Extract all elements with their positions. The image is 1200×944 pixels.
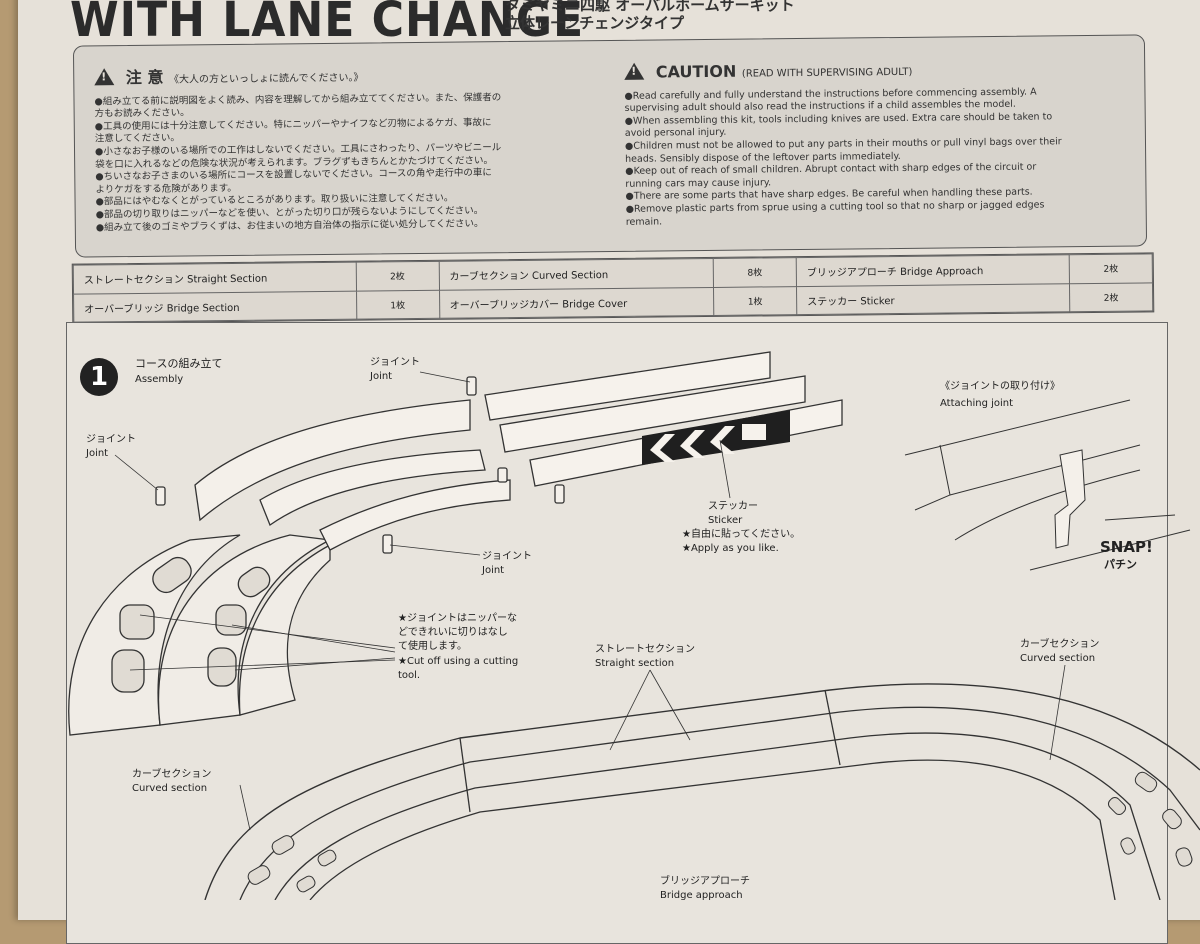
cut-note-en: ★Cut off using a cutting — [398, 656, 519, 667]
bridge-approach-jp: ブリッジアプローチ — [660, 876, 750, 887]
sticker-note-en: ★Apply as you like. — [682, 543, 779, 554]
step-number: 1 — [80, 358, 118, 396]
sticker-label-jp: ステッカー — [708, 501, 758, 512]
jp-title-line2: 立体レーンチェンジタイプ — [505, 14, 684, 32]
assembly-illustration — [68, 351, 1200, 900]
cut-note-jp: どできれいに切りはなし — [398, 627, 508, 638]
joint-label-jp: ジョイント — [370, 357, 420, 368]
cut-note-en: tool. — [398, 670, 421, 681]
sticker-label-en: Sticker — [708, 515, 743, 526]
jp-title-line1: タミヤミニ四駆 オーバルホームサーキット — [505, 0, 795, 14]
step-panel — [66, 322, 1168, 944]
joint-label-en: Joint — [370, 371, 393, 382]
sticker-note-jp: ★自由に貼ってください。 — [682, 529, 801, 540]
snap-label-jp: パチン — [1104, 558, 1137, 571]
snap-label: SNAP! — [1100, 538, 1153, 556]
straight-section-jp: ストレートセクション — [595, 644, 695, 655]
step-title-jp: コースの組み立て — [135, 357, 223, 370]
curved-section-jp: カーブセクション — [1020, 639, 1100, 650]
curved-section-en: Curved section — [1020, 653, 1096, 664]
joint-label-en: Joint — [482, 565, 505, 576]
step-title-en: Assembly — [135, 374, 184, 385]
attach-joint-en: Attaching joint — [940, 398, 1014, 409]
cut-note-jp: ★ジョイントはニッパーな — [398, 613, 517, 624]
joint-label-jp: ジョイント — [86, 434, 136, 445]
page-title: WITH LANE CHANGE — [70, 0, 585, 48]
joint-label-jp: ジョイント — [482, 551, 532, 562]
bridge-approach-en: Bridge approach — [660, 890, 743, 901]
attach-joint-jp: 《ジョイントの取り付け》 — [940, 381, 1060, 392]
joint-label-en: Joint — [86, 448, 109, 459]
cut-note-jp: て使用します。 — [398, 641, 467, 652]
curved-section-jp: カーブセクション — [132, 769, 212, 780]
curved-section-en: Curved section — [132, 783, 208, 794]
straight-section-en: Straight section — [595, 658, 675, 669]
